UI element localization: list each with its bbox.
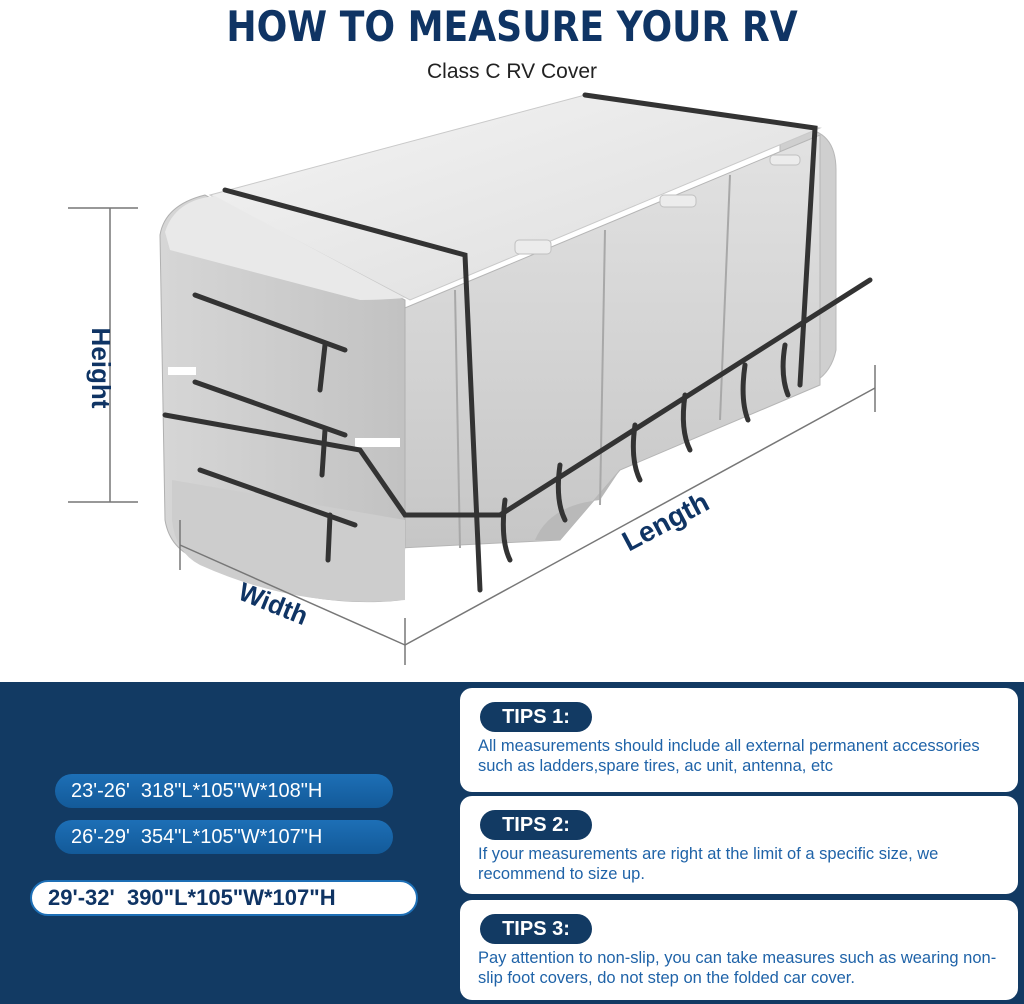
page-title: HOW TO MEASURE YOUR RV — [226, 2, 798, 51]
length-label: Length — [617, 486, 714, 557]
tip-badge-3: TIPS 3: — [480, 914, 592, 944]
height-dimension-line — [68, 207, 138, 503]
tip-text-2: If your measurements are right at the li… — [478, 845, 939, 883]
tip-text-3: Pay attention to non-slip, you can take … — [478, 949, 997, 987]
tip-badge-2: TIPS 2: — [480, 810, 592, 840]
rv-cover-shape — [159, 94, 837, 603]
length-dimension-line — [404, 365, 876, 646]
rv-cover-illustration: Height Width Length — [68, 92, 876, 665]
reflective-strip — [168, 367, 196, 375]
size-option-26-29[interactable]: 26'-29' 354"L*105"W*107"H — [55, 820, 393, 854]
height-label: Height — [86, 328, 116, 409]
tip-text-1: All measurements should include all exte… — [478, 737, 980, 775]
size-option-23-26[interactable]: 23'-26' 318"L*105"W*108"H — [55, 774, 393, 808]
tip-card-2: TIPS 2: If your measurements are right a… — [460, 796, 1018, 894]
page-subtitle: Class C RV Cover — [427, 60, 597, 83]
tip-card-3: TIPS 3: Pay attention to non-slip, you c… — [460, 900, 1018, 1000]
size-option-29-32[interactable]: 29'-32' 390"L*105"W*107"H — [30, 880, 418, 916]
tie-down-straps — [162, 92, 873, 593]
size-and-tips-panel: 23'-26' 318"L*105"W*108"H 26'-29' 354"L*… — [0, 682, 1024, 1004]
reflective-strip — [355, 438, 400, 447]
tip-badge-1: TIPS 1: — [480, 702, 592, 732]
width-dimension-line — [179, 520, 406, 665]
tip-card-1: TIPS 1: All measurements should include … — [460, 688, 1018, 792]
illustration-area: HOW TO MEASURE YOUR RV Class C RV Cover — [68, 2, 876, 665]
